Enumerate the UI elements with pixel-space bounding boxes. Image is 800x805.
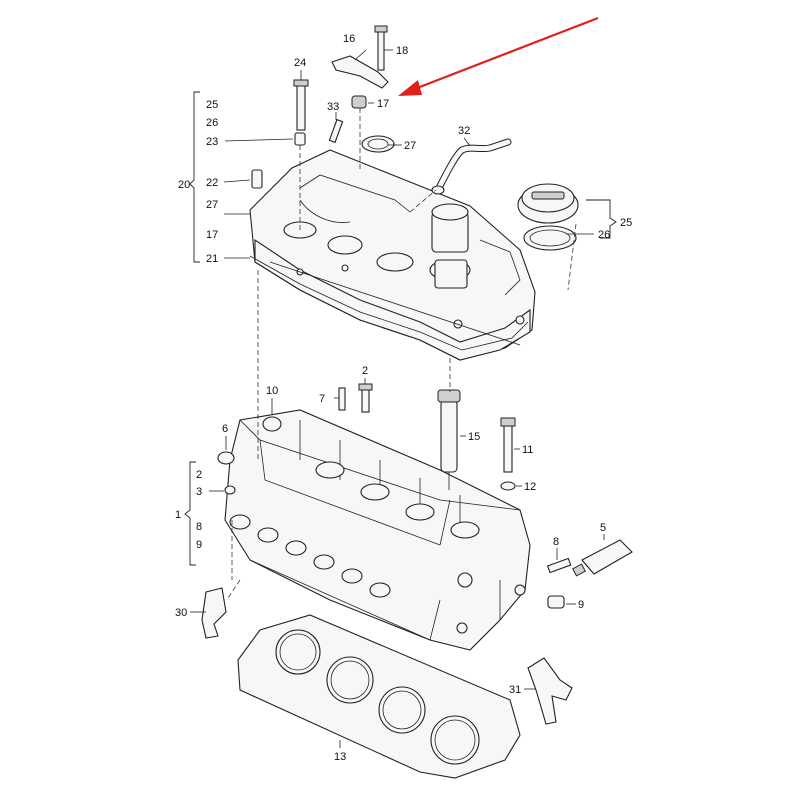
label-17: 17 (377, 98, 389, 110)
grommet-17 (351, 95, 367, 109)
label-20: 20 (178, 179, 190, 191)
label-9: 9 (578, 599, 584, 611)
bolt-18 (374, 25, 388, 71)
label-23: 23 (206, 136, 218, 148)
plug-3 (224, 485, 236, 495)
label-8-left: 8 (196, 521, 202, 533)
brace-1 (184, 461, 196, 566)
brace-20 (189, 91, 200, 263)
seal-10 (262, 416, 282, 432)
callout-arrow (398, 16, 599, 96)
label-27: 27 (404, 140, 416, 152)
cylinder-head-cover (249, 149, 536, 361)
oil-filler-cap (517, 183, 579, 251)
label-1: 1 (175, 509, 181, 521)
bracket-30 (201, 587, 227, 639)
washer-12 (500, 481, 516, 491)
label-8: 8 (553, 536, 559, 548)
label-26: 26 (598, 229, 610, 241)
injector-15 (437, 389, 461, 490)
plug-9 (547, 595, 565, 609)
stud-33 (328, 118, 344, 144)
cylinder-head (224, 409, 531, 651)
label-33: 33 (327, 101, 339, 113)
label-5: 5 (600, 522, 606, 534)
oring-6 (217, 451, 235, 465)
label-22: 22 (206, 177, 218, 189)
label-31: 31 (509, 684, 521, 696)
leader-lines (190, 49, 605, 748)
label-25-left: 25 (206, 99, 218, 111)
stud-8 (546, 557, 572, 574)
head-gasket (237, 614, 521, 779)
label-15: 15 (468, 431, 480, 443)
label-9-left: 9 (196, 539, 202, 551)
label-2-left: 2 (196, 469, 202, 481)
label-12: 12 (524, 481, 536, 493)
label-13: 13 (334, 751, 346, 763)
label-24: 24 (294, 57, 306, 69)
breather-hose (431, 138, 512, 195)
bolt-11 (500, 417, 516, 473)
label-32: 32 (458, 125, 470, 137)
sealant-tube-5 (572, 539, 633, 577)
label-11: 11 (522, 444, 533, 456)
label-7: 7 (319, 393, 325, 405)
sensor-22 (251, 169, 263, 189)
label-18: 18 (396, 45, 408, 57)
seal-27-top (361, 135, 395, 153)
label-16: 16 (343, 33, 355, 45)
guide-lines (227, 108, 577, 599)
part-labels: 16 18 17 24 33 27 32 25 26 23 20 22 27 1… (175, 33, 632, 763)
label-30: 30 (175, 607, 187, 619)
label-17-left: 17 (206, 229, 218, 241)
bolt-24 (293, 79, 309, 131)
bolt-2 (358, 383, 373, 413)
bracket-31 (527, 657, 573, 725)
label-6: 6 (222, 423, 228, 435)
label-26-left: 26 (206, 117, 218, 129)
label-27-left: 27 (206, 199, 218, 211)
washer-23 (294, 132, 306, 146)
brace-25 (586, 199, 617, 239)
label-10: 10 (266, 385, 278, 397)
cover-gasket (249, 255, 529, 351)
bracket-16 (331, 55, 389, 89)
label-2-top: 2 (362, 365, 368, 377)
label-25: 25 (620, 217, 632, 229)
label-3: 3 (196, 486, 202, 498)
pin-7 (338, 387, 346, 411)
label-21: 21 (206, 253, 218, 265)
